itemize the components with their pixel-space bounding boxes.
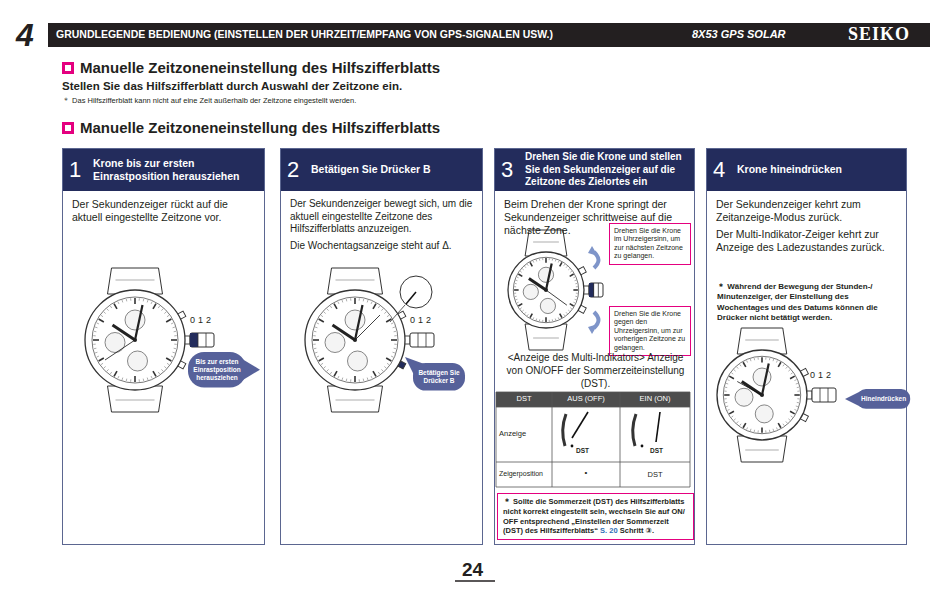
note-paragraph: ＊ Sollte die Sommerzeit (DST) des Hilfsz… — [503, 497, 688, 536]
step-number: 4 — [713, 157, 731, 183]
watch-illustration — [305, 268, 434, 412]
note-box: ＊ Sollte die Sommerzeit (DST) des Hilfsz… — [497, 493, 694, 540]
step-text: Die Wochentagsanzeige steht auf Δ. — [290, 240, 473, 253]
section-heading: Manuelle Zeitzoneneinstellung des Hilfsz… — [80, 59, 440, 77]
crown-position: 0 — [410, 315, 415, 326]
note: ＊ Das Hilfszifferblatt kann nicht auf ei… — [62, 96, 356, 105]
hint-box: Drehen Sie die Krone im Uhrzeigersinn, u… — [609, 223, 691, 265]
step-header: 2 Betätigen Sie Drücker B — [281, 149, 482, 191]
table-rule — [496, 407, 690, 408]
step-panel: 4 Krone hineindrückenDer Sekundenzeiger k… — [706, 148, 907, 545]
model-name: 8X53 GPS SOLAR — [692, 28, 786, 40]
brand-logo: SEIKO — [848, 24, 910, 45]
callout-bubble: Bis zur ersten Einrastposition herauszie… — [188, 352, 246, 387]
step-title: Krone bis zur ersten Einrastposition her… — [93, 157, 258, 183]
step-header: 1Krone bis zur ersten Einrastposition he… — [63, 149, 264, 191]
heading-marker — [62, 62, 74, 74]
magnifier-leader — [390, 305, 405, 322]
crown-position: 2 — [426, 315, 431, 326]
callout-text: Bis zur ersten Einrastposition herauszie… — [192, 358, 242, 381]
heading-marker — [62, 122, 74, 134]
indicator-hand — [656, 412, 660, 442]
indicator-dot — [641, 445, 644, 448]
note-text: Schritt ③. — [618, 526, 654, 535]
subheading: Stellen Sie das Hilfszifferblatt durch A… — [62, 80, 402, 94]
table-cell: DST — [620, 470, 690, 479]
page-number: 24 — [462, 559, 483, 582]
step-text: Der Sekundenzeiger rückt auf die aktuell… — [72, 198, 255, 224]
table-rule — [552, 392, 553, 487]
crown-position: 2 — [206, 315, 211, 326]
heading-marker-inner — [65, 125, 71, 131]
table-row-label: Anzeige — [499, 429, 526, 438]
table-rule — [620, 392, 621, 487]
table-row-label: Zeigerposition — [499, 470, 543, 478]
hint-box: Drehen Sie die Krone gegen den Uhrzeiger… — [609, 306, 691, 356]
note-text: ＊ Sollte die Sommerzeit (DST) des Hilfsz… — [503, 497, 685, 535]
step-title: Krone hineindrücken — [737, 163, 842, 176]
crown-position: 1 — [418, 315, 423, 326]
indicator-hand — [572, 412, 588, 438]
step-text: Der Sekundenzeiger kehrt zum Zeitanzeige… — [716, 198, 897, 224]
step-header: 3Drehen Sie die Krone und stellen Sie de… — [495, 149, 694, 191]
rotation-arrowhead — [588, 324, 598, 334]
watch-illustration — [717, 328, 836, 462]
crown-position: 0 — [810, 370, 815, 381]
step-title: Betätigen Sie Drücker B — [311, 163, 431, 176]
table-rule — [496, 392, 497, 487]
section-heading: Manuelle Zeitzoneneinstellung des Hilfsz… — [80, 119, 440, 137]
step-text: Der Sekundenzeiger bewegt sich, um die a… — [290, 198, 473, 236]
step-number: 3 — [501, 157, 519, 183]
step-body: Der Sekundenzeiger kehrt zum Zeitanzeige… — [707, 191, 906, 255]
step-title: Drehen Sie die Krone und stellen Sie den… — [525, 151, 688, 189]
step-panel: 3Drehen Sie die Krone und stellen Sie de… — [494, 148, 695, 545]
callout-text: Betätigen Sie Drücker B — [417, 369, 461, 385]
hint-text: Drehen Sie die Krone gegen den Uhrzeiger… — [614, 310, 686, 352]
chapter-number: 4 — [16, 16, 34, 54]
magnifier-hand — [406, 292, 416, 304]
table-header-ground — [496, 392, 690, 407]
step-body: Der Sekundenzeiger bewegt sich, um die a… — [281, 191, 482, 252]
step-text: Der Multi-Indikator-Zeiger kehrt zur Anz… — [716, 228, 897, 254]
crown-position: 0 — [190, 315, 195, 326]
indicator-caption: <Anzeige des Multi-Indikators> Anzeige v… — [501, 351, 690, 390]
table-rule — [690, 392, 691, 487]
step-number: 2 — [287, 157, 305, 183]
crown-position: 2 — [826, 370, 831, 381]
dst-mark: DST — [576, 447, 589, 455]
table-header: EIN (ON) — [620, 394, 690, 403]
table-rule — [496, 462, 690, 463]
table-header: AUS (OFF) — [552, 394, 620, 403]
table-cell: • — [552, 468, 620, 478]
step-header: 4 Krone hineindrücken — [707, 149, 906, 191]
table-header: DST — [496, 394, 552, 403]
callout-text: Hineindrücken — [861, 395, 906, 403]
rotation-arrowhead — [588, 246, 598, 256]
hint-text: Drehen Sie die Krone im Uhrzeigersinn, u… — [614, 227, 686, 261]
header-band: GRUNDLEGENDE BEDIENUNG (EINSTELLEN DER U… — [48, 23, 930, 47]
step-body: Der Sekundenzeiger rückt auf die aktuell… — [63, 191, 264, 224]
indicator-dot — [571, 445, 574, 448]
watch-illustration — [508, 230, 603, 350]
indicator-scale — [563, 414, 566, 446]
indicator-scale — [633, 414, 636, 446]
callout-bubble: Betätigen Sie Drücker B — [413, 363, 465, 391]
crown-position: 1 — [818, 370, 823, 381]
chapter-heading: GRUNDLEGENDE BEDIENUNG (EINSTELLEN DER U… — [56, 28, 553, 40]
magnifier — [400, 276, 432, 308]
watch-illustration — [85, 268, 214, 412]
page-number-rule — [455, 580, 495, 582]
table-rule — [496, 487, 690, 488]
step-number: 1 — [69, 157, 87, 183]
step-panel: 2Betätigen Sie Drücker BDer Sekundenzeig… — [280, 148, 483, 545]
heading-marker-inner — [65, 65, 71, 71]
page-reference: S. 20 — [598, 526, 618, 535]
header-band-ground — [48, 23, 930, 47]
callout-bubble: Hineindrücken — [857, 389, 910, 409]
crown-position: 1 — [198, 315, 203, 326]
table-rule — [496, 392, 690, 393]
step-panel: 1Krone bis zur ersten Einrastposition he… — [62, 148, 265, 545]
dst-mark: DST — [650, 447, 663, 455]
step-note: ＊ Während der Bewegung der Stunden-/ Min… — [717, 282, 896, 324]
